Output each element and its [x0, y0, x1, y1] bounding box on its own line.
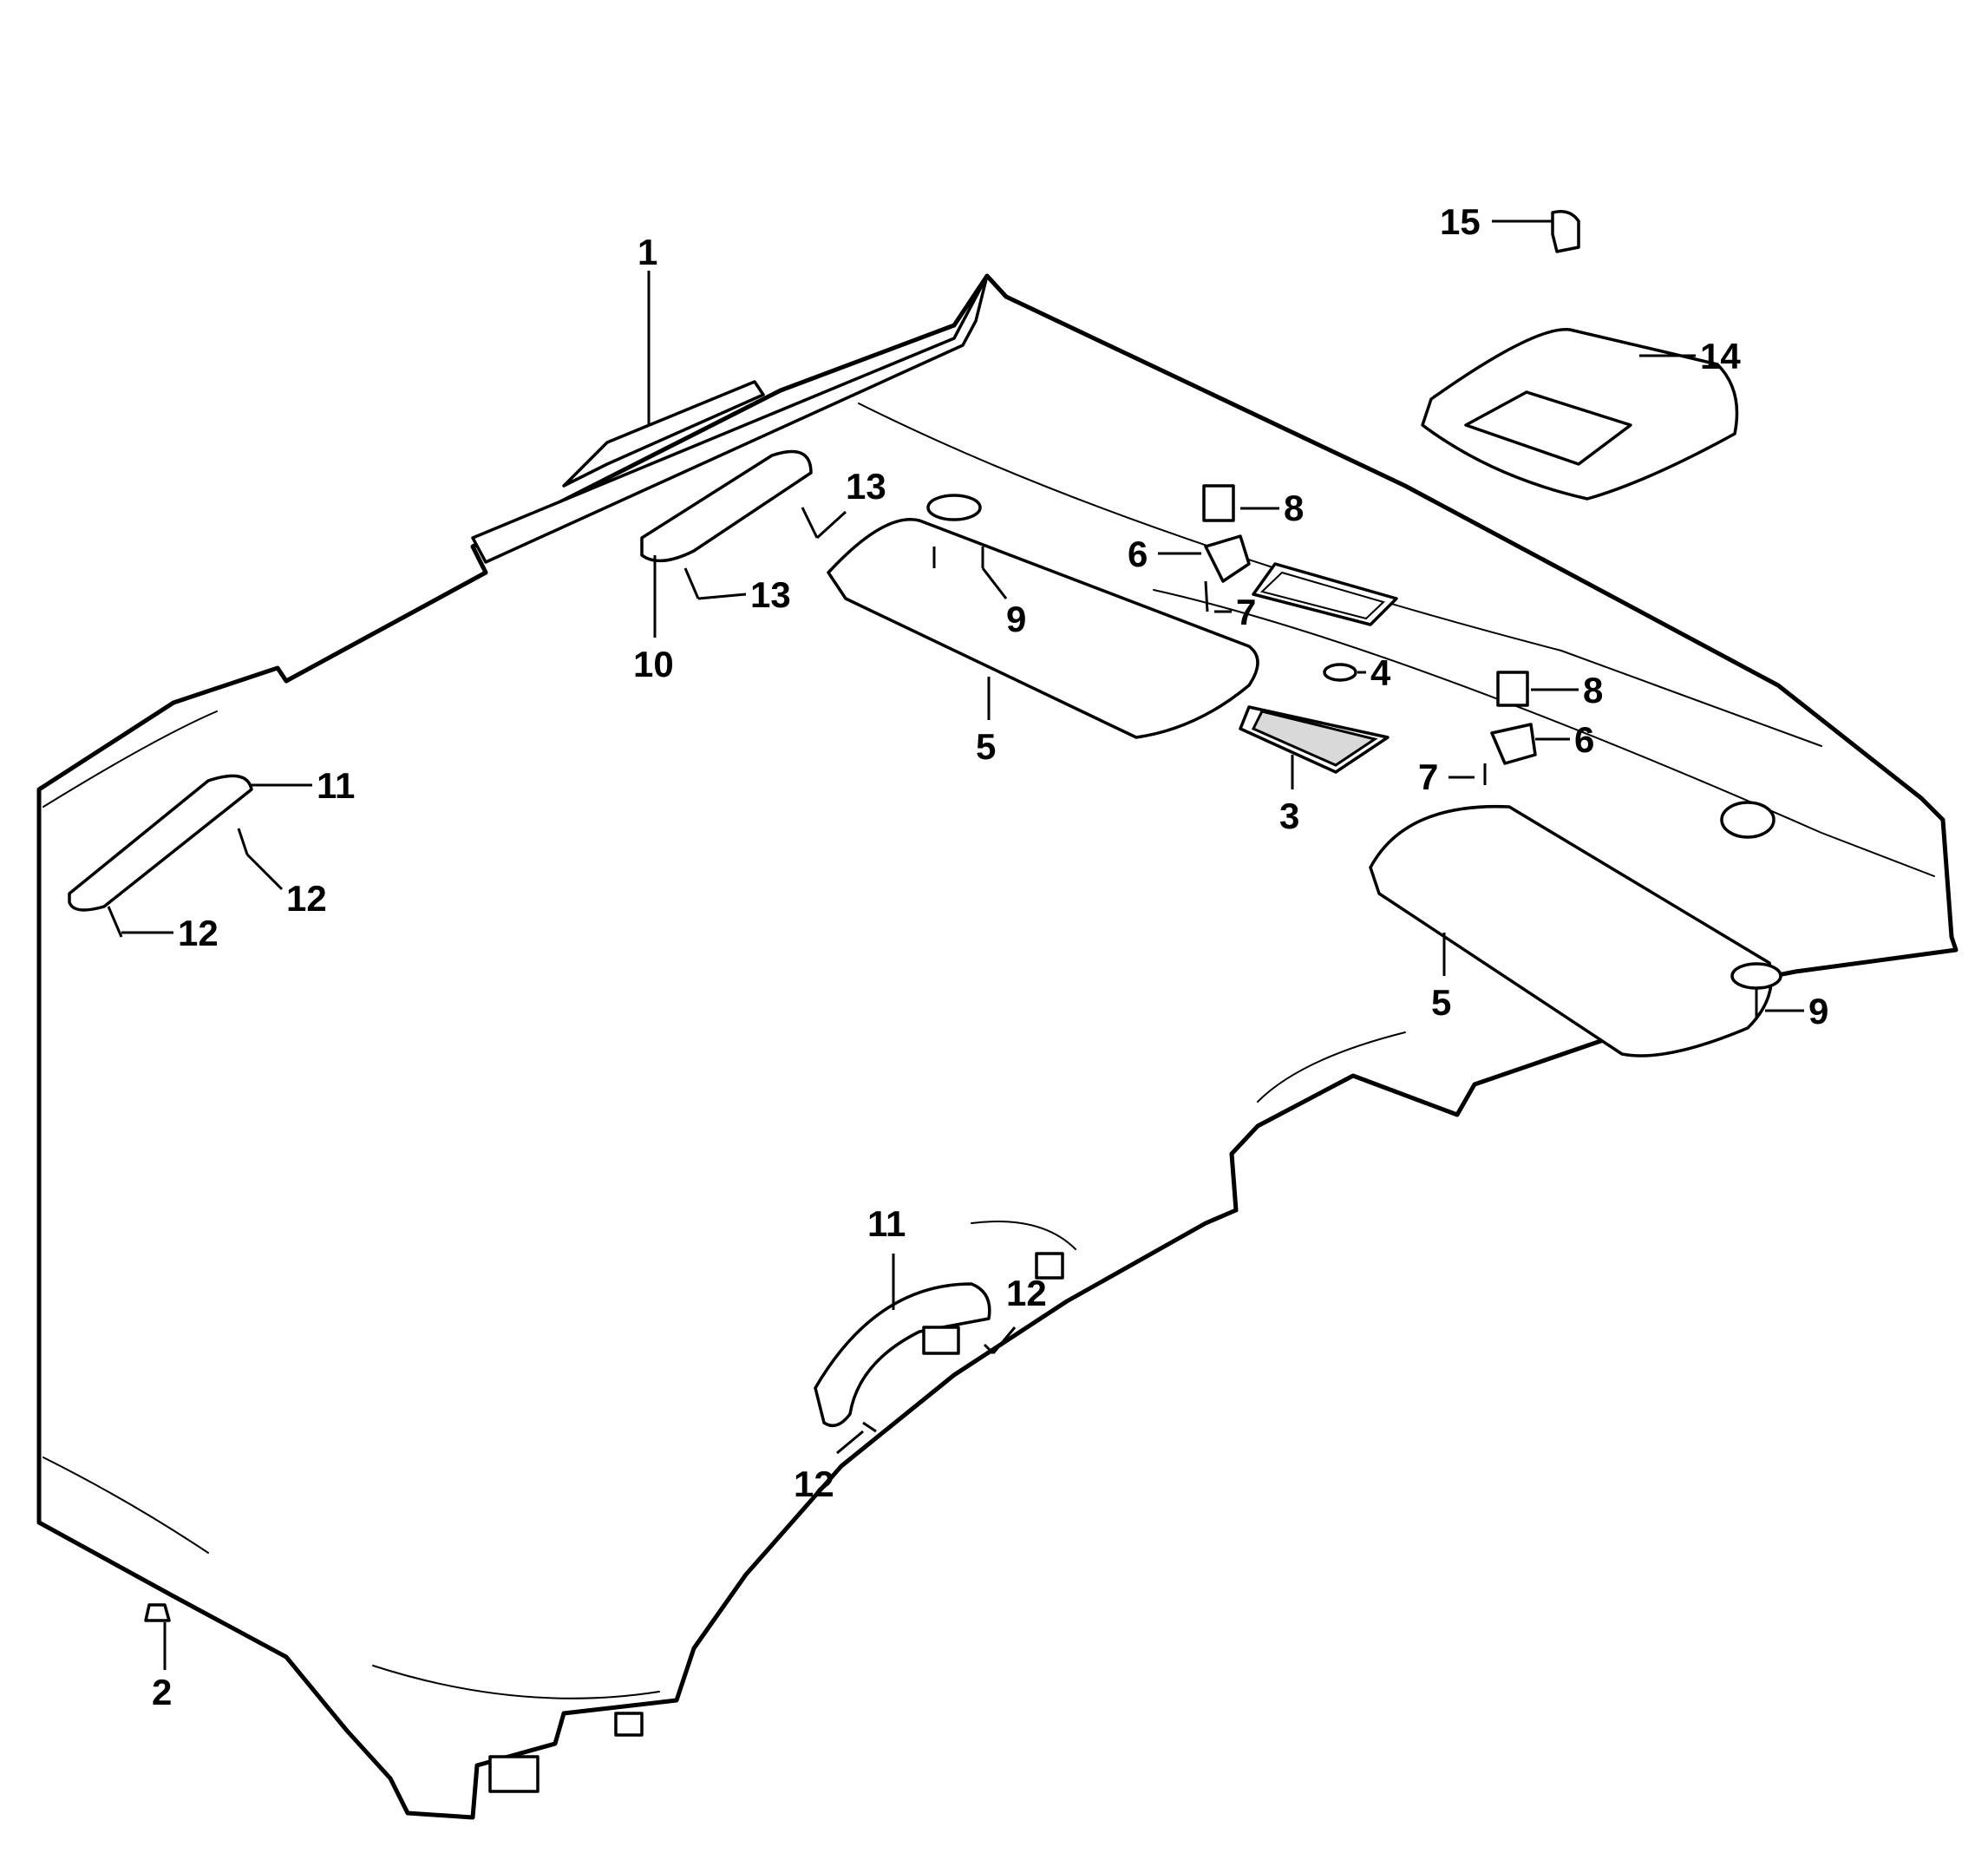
headliner-panel	[36, 273, 1959, 1820]
visor-mount-right	[1730, 962, 1782, 990]
front-trim-molding	[562, 380, 765, 488]
callout-2: 2	[152, 1672, 172, 1712]
grab-handle-front-left	[640, 449, 813, 563]
callout-8-left: 8	[1284, 488, 1304, 528]
callout-5-left: 5	[976, 726, 996, 767]
headliner-contour	[43, 1457, 209, 1554]
callout-15: 15	[1440, 201, 1481, 242]
dome-light-lens-grid	[1251, 710, 1378, 767]
headliner-contour	[858, 403, 1822, 747]
grab-handle-rear-mount	[1035, 1252, 1064, 1280]
grab-handle-rear-mount	[922, 1326, 960, 1355]
screw-12-c	[983, 1343, 995, 1355]
callout-6-left: 6	[1128, 534, 1148, 574]
screw-12-b	[107, 906, 123, 938]
leader-lines	[121, 219, 1804, 1670]
rear-tab-cutout	[488, 1755, 540, 1793]
screw-12-d	[862, 1421, 877, 1433]
callout-13-b: 13	[750, 574, 791, 615]
bulb-4	[1323, 663, 1357, 682]
callout-11-rear: 11	[867, 1203, 906, 1244]
headliner-contour	[372, 1665, 660, 1699]
callout-12-d: 12	[794, 1463, 834, 1504]
dome-light-inner	[1260, 571, 1385, 620]
clip-15	[1551, 210, 1580, 253]
callout-9-left: 9	[1006, 599, 1026, 639]
callout-7-left: 7	[1236, 592, 1256, 632]
visor-clip-right	[1490, 723, 1537, 765]
visor-clip-left	[1204, 534, 1251, 583]
callout-12-c: 12	[1006, 1273, 1047, 1313]
sun-visor-right	[1369, 804, 1773, 1057]
sunroof-console-lens	[1464, 390, 1632, 466]
screw-13-b	[683, 567, 700, 599]
callout-7-right: 7	[1418, 756, 1438, 797]
rear-roof-opening	[1720, 801, 1775, 839]
rear-tab-cutout	[614, 1712, 644, 1737]
headliner-contour	[43, 710, 218, 808]
callout-12-b: 12	[178, 913, 219, 953]
clip-2	[144, 1603, 171, 1622]
clip-8-left	[1202, 484, 1235, 522]
dome-light-opening	[1252, 562, 1398, 626]
headliner-contour	[1153, 589, 1935, 877]
headliner-contour	[971, 1221, 1076, 1250]
callout-1: 1	[638, 232, 657, 272]
callout-10: 10	[633, 644, 674, 684]
callout-12-a: 12	[286, 878, 327, 919]
callout-9-right: 9	[1808, 991, 1828, 1031]
callout-5-right: 5	[1431, 982, 1451, 1023]
screw-12-a	[237, 828, 249, 855]
headliner-contour	[1257, 1031, 1406, 1103]
callout-13-a: 13	[846, 466, 886, 507]
screw-7-left	[1204, 580, 1209, 612]
front-trim-strip	[471, 274, 989, 564]
callout-8-right: 8	[1583, 670, 1603, 710]
callout-3: 3	[1279, 796, 1299, 836]
sun-visor-left	[827, 518, 1259, 739]
grab-handle-rear	[814, 1282, 991, 1428]
screw-13-a	[801, 507, 819, 539]
clip-8-right	[1496, 671, 1529, 707]
callout-6-right: 6	[1574, 719, 1594, 760]
callout-14: 14	[1700, 336, 1741, 376]
callout-11-left: 11	[317, 765, 355, 806]
visor-mount-left	[926, 494, 982, 521]
grab-handle-side-left	[68, 774, 253, 912]
callout-4: 4	[1370, 652, 1391, 693]
